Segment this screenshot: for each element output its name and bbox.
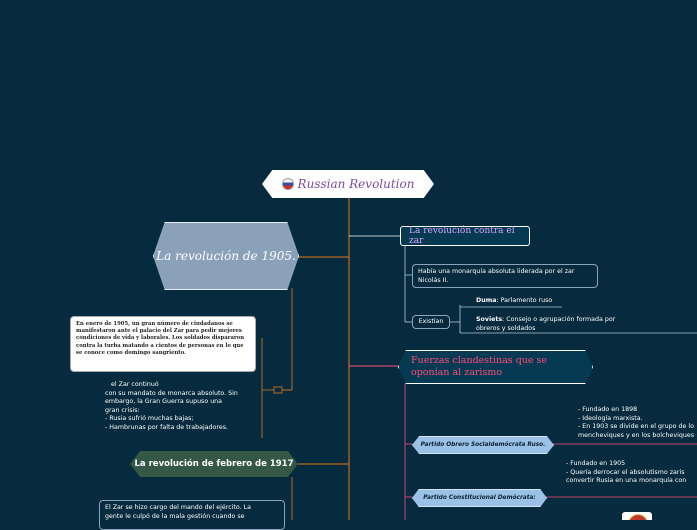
party-social-democrat-label: Partido Obrero Socialdemócrata Ruso.: [420, 442, 546, 448]
existian-box[interactable]: Existían: [412, 315, 450, 329]
russia-flag-icon: [281, 178, 294, 190]
party-social-democrat-pill[interactable]: Partido Obrero Socialdemócrata Ruso.: [412, 436, 554, 454]
zar-line-3: gran crisis:: [105, 406, 140, 414]
soviets-item[interactable]: Soviets: Consejo o agrupación formada po…: [476, 316, 615, 333]
party-constitutional-label: Partido Constitucional Demócrata:: [423, 495, 536, 501]
duma-text: : Parlamento ruso: [496, 297, 553, 304]
zar-line-5: - Hambrunas por falta de trabajadores.: [105, 423, 229, 431]
topic-clandestine-forces[interactable]: Fuerzas clandestinas que se oponían al z…: [398, 350, 593, 384]
pc-line-1: - Quería derrocar el absolutismo zaris: [566, 468, 685, 476]
topic-revolution-against-tsar-title: La revolución contra el zar: [409, 226, 515, 246]
root-title: Russian Revolution: [297, 177, 415, 191]
pc-line-2: convertir Rusia en una monarquía con: [566, 477, 687, 485]
topic-clandestine-forces-title: Fuerzas clandestinas que se oponían al z…: [411, 355, 548, 378]
note-1905[interactable]: En enero de 1905, un gran número de ciud…: [70, 316, 256, 372]
party-constitutional-pill[interactable]: Partido Constitucional Demócrata:: [412, 489, 547, 507]
psd-line-3: mencheviques y en los bolcheviques: [578, 431, 694, 439]
topic-february-revolution[interactable]: La revolución de febrero de 1917: [130, 451, 298, 477]
zar-line-0: el Zar continuó: [111, 381, 159, 388]
zar-line-2: embargo, la Gran Guerra supuso una: [105, 398, 223, 406]
pc-line-0: - Fundado en 1905: [566, 460, 626, 467]
existian-label: Existían: [418, 317, 444, 325]
party-social-democrat-details[interactable]: - Fundado en 1898 - Ideología marxista. …: [578, 406, 697, 440]
party-constitutional-details[interactable]: - Fundado en 1905 - Quería derrocar el a…: [566, 460, 697, 486]
monarchy-box[interactable]: Había una monarquía absoluta liderada po…: [412, 264, 598, 288]
topic-revolution-against-tsar[interactable]: La revolución contra el zar: [400, 226, 530, 246]
monarchy-line-0: Había una monarquía absoluta liderada po…: [418, 268, 575, 275]
zar-line-1: con su mandato de monarca absoluto. Sin: [105, 389, 238, 397]
zar-continued-box[interactable]: el Zar continuó con su mandato de monarc…: [100, 378, 262, 438]
psd-line-0: - Fundado en 1898: [578, 406, 638, 413]
duma-bold: Duma: [476, 297, 497, 304]
topic-revolution-1905-title: La revolución de 1905.: [156, 249, 296, 263]
note-1905-text: En enero de 1905, un gran número de ciud…: [76, 321, 245, 356]
emblem-image: [622, 512, 652, 520]
soviets-bold: Soviets: [476, 316, 503, 323]
topic-february-revolution-title: La revolución de febrero de 1917: [134, 459, 294, 469]
psd-line-2: - En 1903 se divide en el grupo de lo: [578, 423, 694, 431]
zar-line-4: - Rusia sufrió muchas bajas;: [105, 415, 194, 423]
feb-line-0: El Zar se hizo cargo del mando del ejérc…: [105, 504, 252, 511]
psd-line-1: - Ideología marxista.: [578, 414, 643, 422]
topic-revolution-1905[interactable]: La revolución de 1905.: [153, 222, 299, 290]
monarchy-line-1: Nicolás II.: [418, 276, 449, 284]
duma-item[interactable]: Duma: Parlamento ruso: [476, 297, 552, 306]
soviets-line2: obreros y soldados: [476, 324, 536, 332]
root-topic[interactable]: Russian Revolution: [262, 170, 434, 198]
feb-note-box[interactable]: El Zar se hizo cargo del mando del ejérc…: [99, 500, 285, 530]
feb-line-1: gente le culpó de la mala gestión cuando…: [105, 512, 245, 520]
soviets-line1: : Consejo o agrupación formada por: [502, 316, 616, 323]
